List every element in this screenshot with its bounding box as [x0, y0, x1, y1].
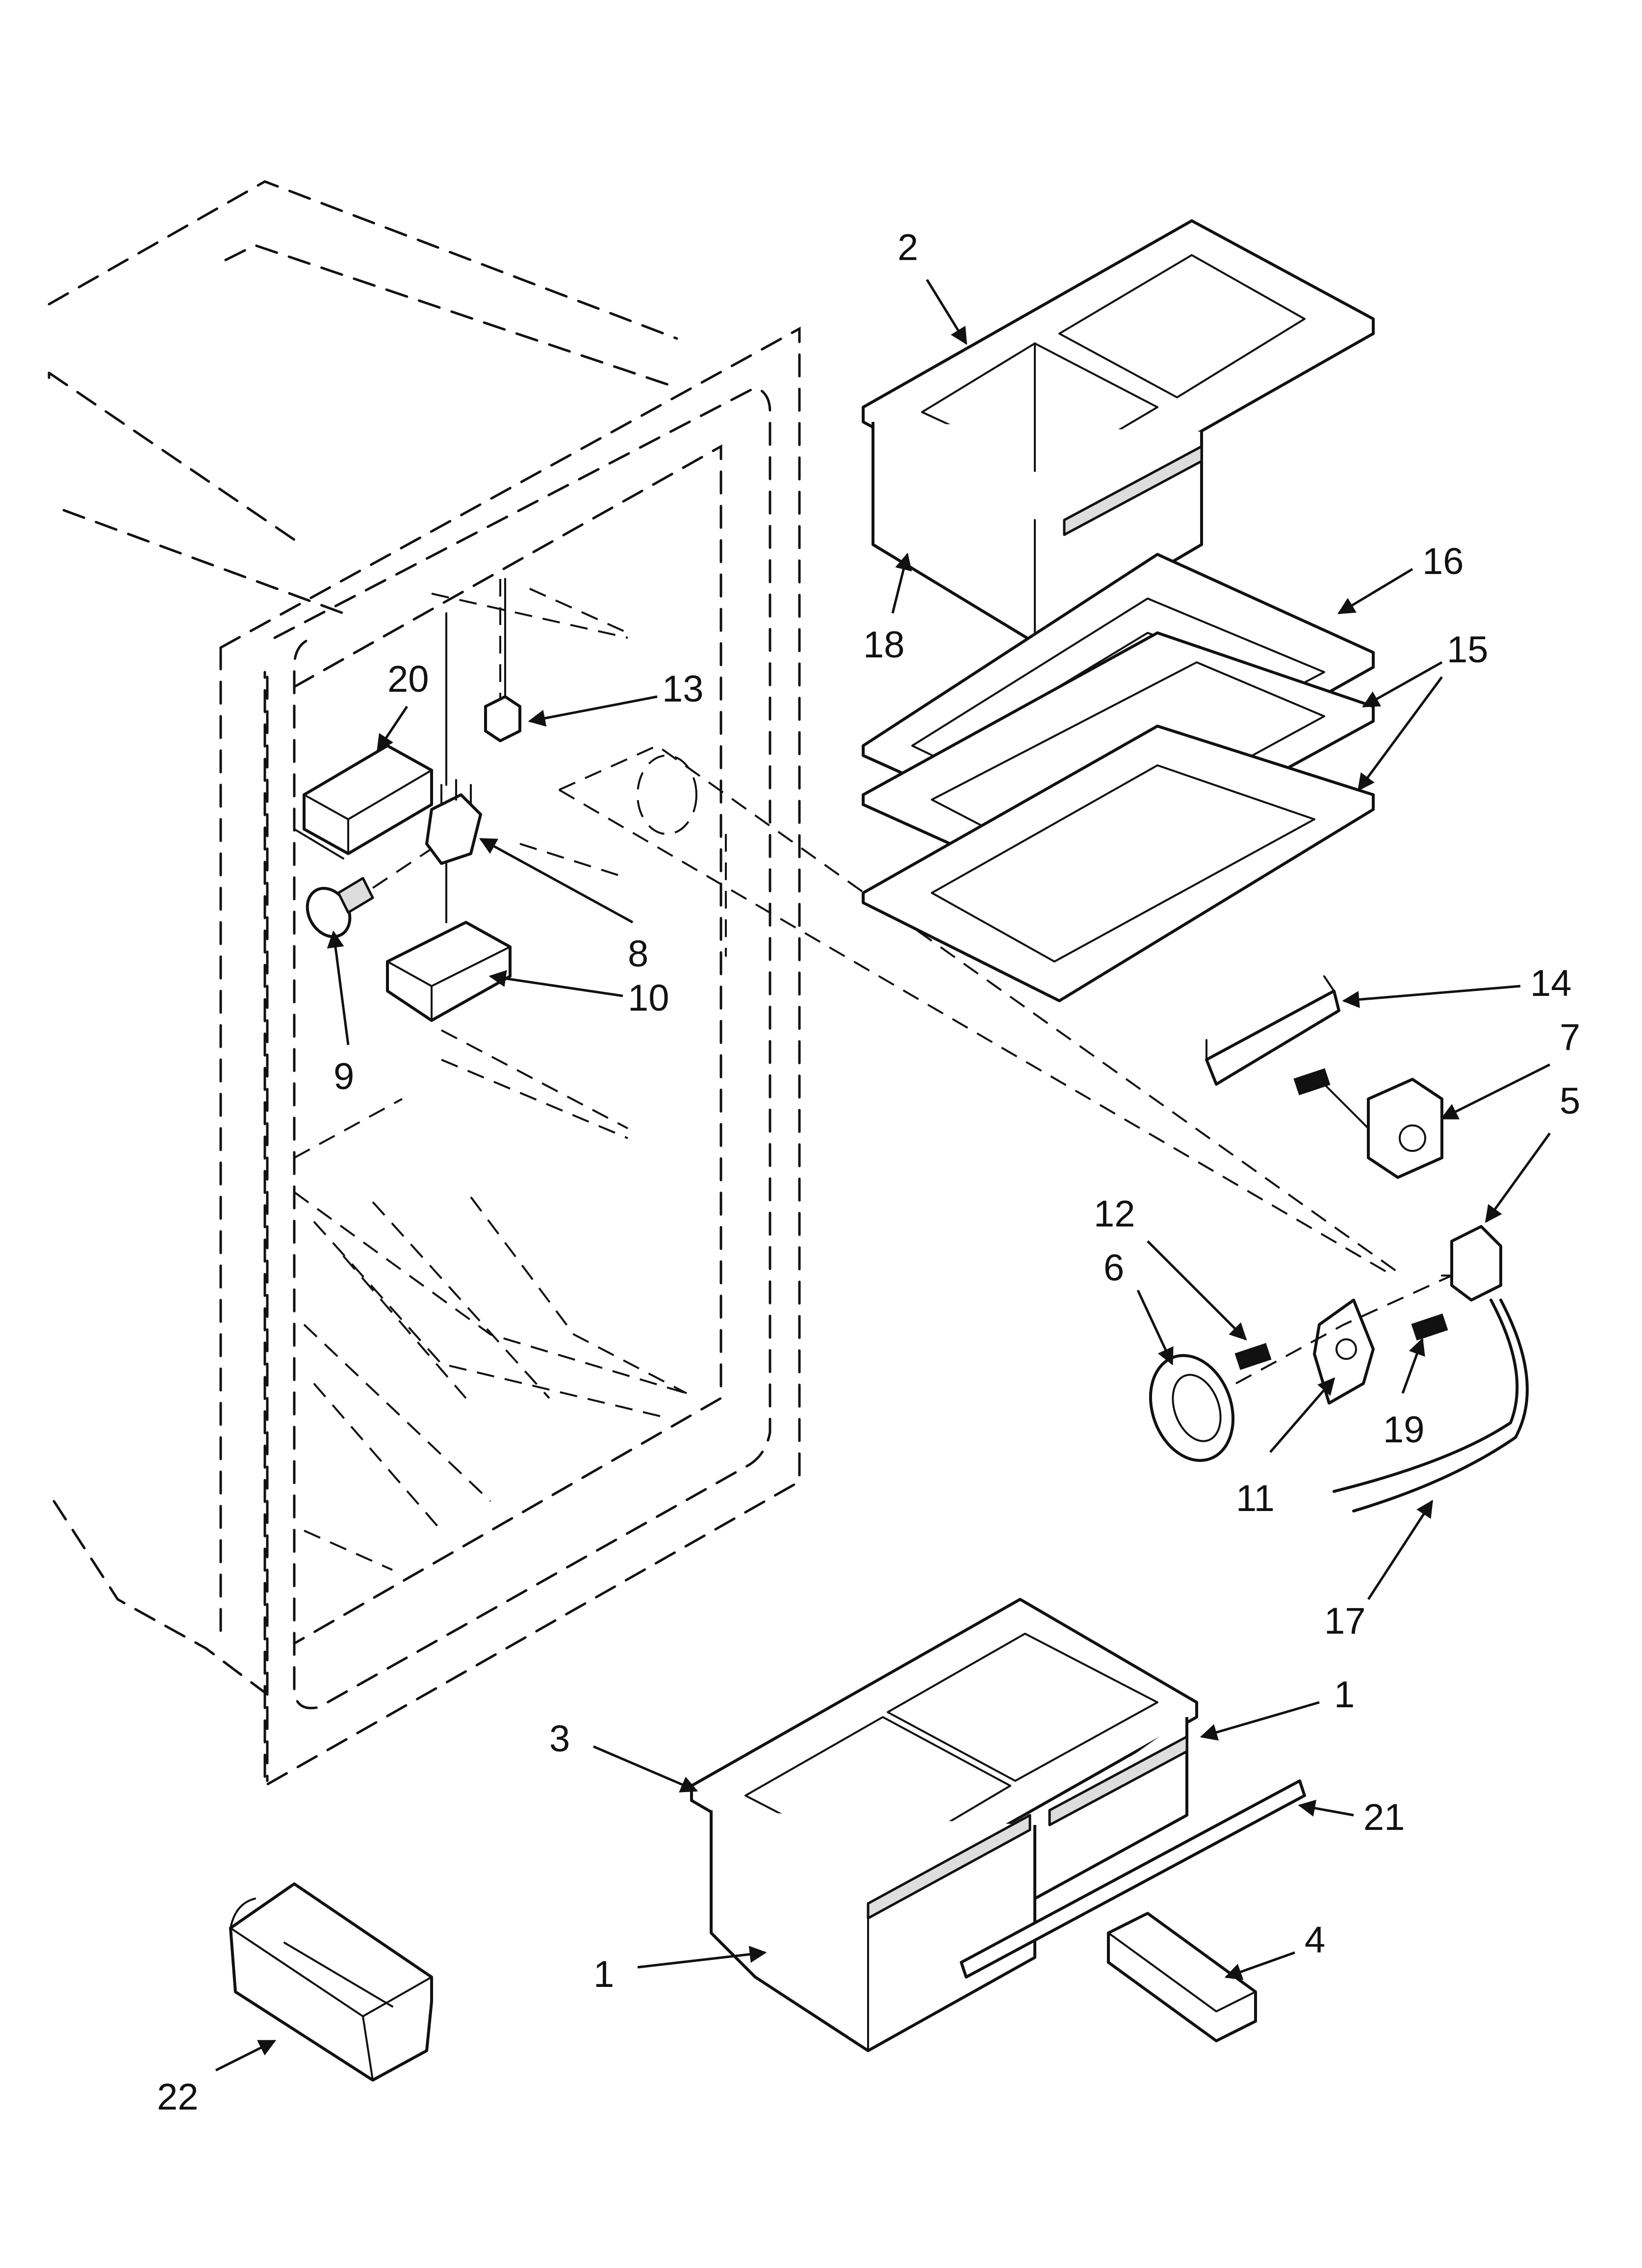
light-socket — [425, 612, 482, 923]
callout-7: 7 — [1560, 1017, 1580, 1058]
callout-10: 10 — [628, 977, 669, 1019]
callout-5: 5 — [1560, 1080, 1580, 1122]
callout-13: 13 — [662, 668, 704, 710]
callout-1-lower: 1 — [593, 1954, 614, 1995]
leader-lines — [215, 279, 1551, 2072]
drawer-rail — [960, 1779, 1306, 1979]
drawer-slide — [1107, 1912, 1257, 2042]
callout-16: 16 — [1422, 541, 1464, 582]
callout-22: 22 — [157, 2076, 199, 2118]
callout-11: 11 — [1236, 1478, 1275, 1519]
callout-1-upper: 1 — [1334, 1674, 1355, 1716]
small-clip — [484, 578, 521, 742]
callout-21: 21 — [1363, 1797, 1405, 1838]
storage-bin — [229, 1882, 433, 2082]
callout-15: 15 — [1447, 629, 1488, 671]
callout-4: 4 — [1305, 1919, 1325, 1961]
lower-pans-assembly — [690, 1598, 1198, 2052]
bracket — [386, 921, 512, 1022]
callout-19: 19 — [1383, 1409, 1425, 1451]
light-shield — [293, 744, 433, 860]
wire-harness — [1333, 1299, 1529, 1512]
callout-6: 6 — [1103, 1247, 1124, 1289]
callout-14: 14 — [1530, 963, 1572, 1004]
callout-18: 18 — [863, 624, 905, 666]
callout-20: 20 — [387, 658, 429, 700]
callout-3: 3 — [549, 1718, 570, 1760]
callout-8: 8 — [628, 933, 648, 975]
switch — [1441, 1225, 1502, 1302]
callout-2: 2 — [898, 227, 918, 268]
callout-9: 9 — [334, 1056, 354, 1097]
light-bulb — [306, 848, 433, 938]
shelf-frames — [862, 553, 1375, 1002]
callout-17: 17 — [1324, 1600, 1366, 1642]
callout-12: 12 — [1094, 1193, 1135, 1235]
thermostat — [1293, 1068, 1443, 1179]
cover-strip — [1205, 975, 1340, 1086]
refrigerator-cabinet-outline — [48, 180, 1404, 1788]
callout-labels: 2 18 16 15 20 13 8 10 9 14 7 5 12 6 19 1… — [157, 227, 1580, 2118]
